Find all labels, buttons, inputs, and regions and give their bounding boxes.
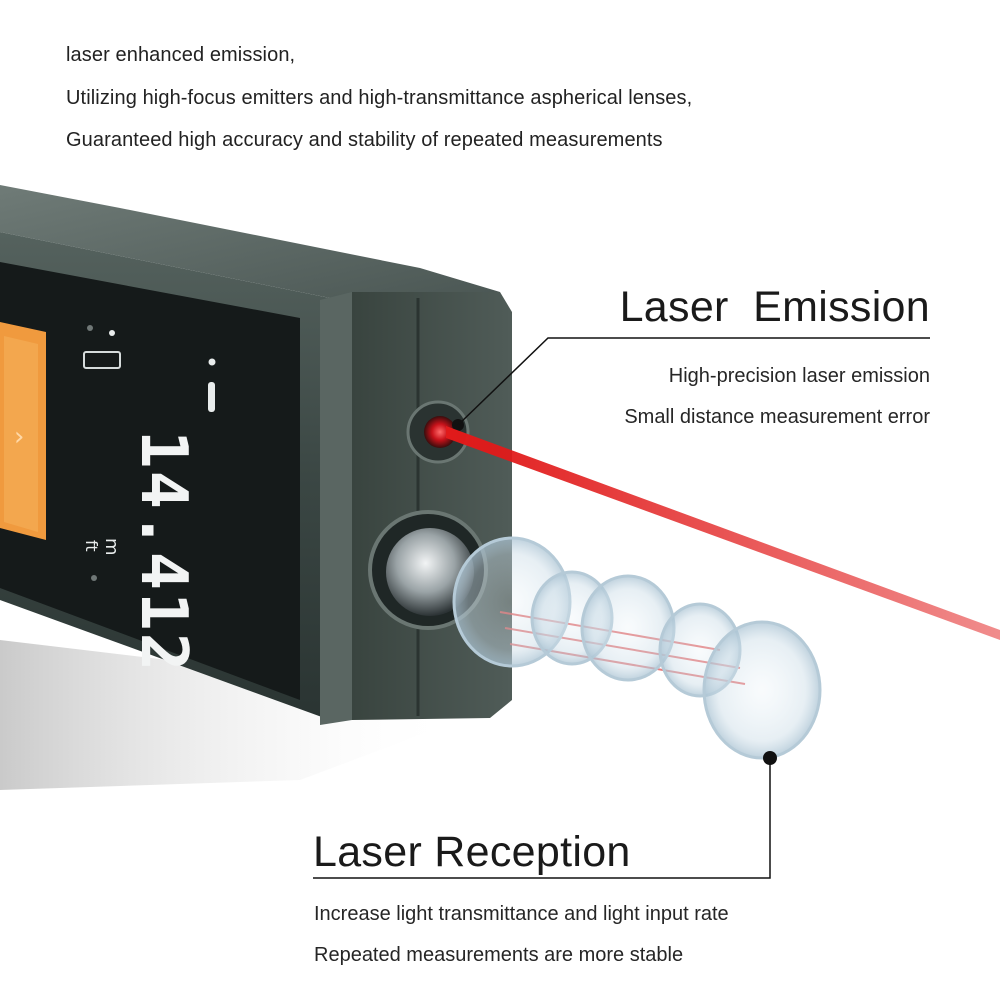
unit-m: m — [101, 538, 122, 556]
device-screen — [0, 262, 300, 700]
orange-panel-inner — [4, 336, 38, 532]
emission-description-2: Small distance measurement error — [624, 406, 930, 428]
reception-title: Laser Reception — [313, 828, 631, 876]
intro-line-1: laser enhanced emission, — [66, 44, 296, 66]
indicator-dot — [208, 358, 216, 366]
laser-beam — [446, 426, 1000, 640]
emission-callout-line — [457, 337, 930, 426]
reception-description-1: Increase light transmittance and light i… — [314, 903, 729, 925]
intro-line-3: Guaranteed high accuracy and stability o… — [66, 129, 663, 151]
laser-receiver-lens — [386, 528, 474, 616]
device-end-bezel — [320, 292, 352, 725]
device-shadow — [0, 640, 460, 790]
laser-emitter — [424, 416, 456, 448]
battery-icon — [83, 351, 121, 369]
reception-description-2: Repeated measurements are more stable — [314, 944, 684, 966]
device-top-face — [0, 185, 500, 298]
unit-ft: ft — [82, 540, 101, 552]
indicator-dot — [91, 575, 97, 581]
display-reading: 14.412 — [126, 430, 200, 673]
reception-callout-line — [313, 758, 771, 879]
emission-title: Laser Emission — [619, 283, 930, 331]
indicator-dot — [87, 325, 93, 331]
chevron-right-icon: › — [14, 422, 24, 452]
transmission-discs — [452, 536, 822, 760]
intro-line-2: Utilizing high-focus emitters and high-t… — [66, 87, 693, 109]
indicator-dot — [109, 330, 115, 336]
emission-description-1: High-precision laser emission — [668, 365, 930, 387]
minus-icon — [208, 382, 215, 412]
